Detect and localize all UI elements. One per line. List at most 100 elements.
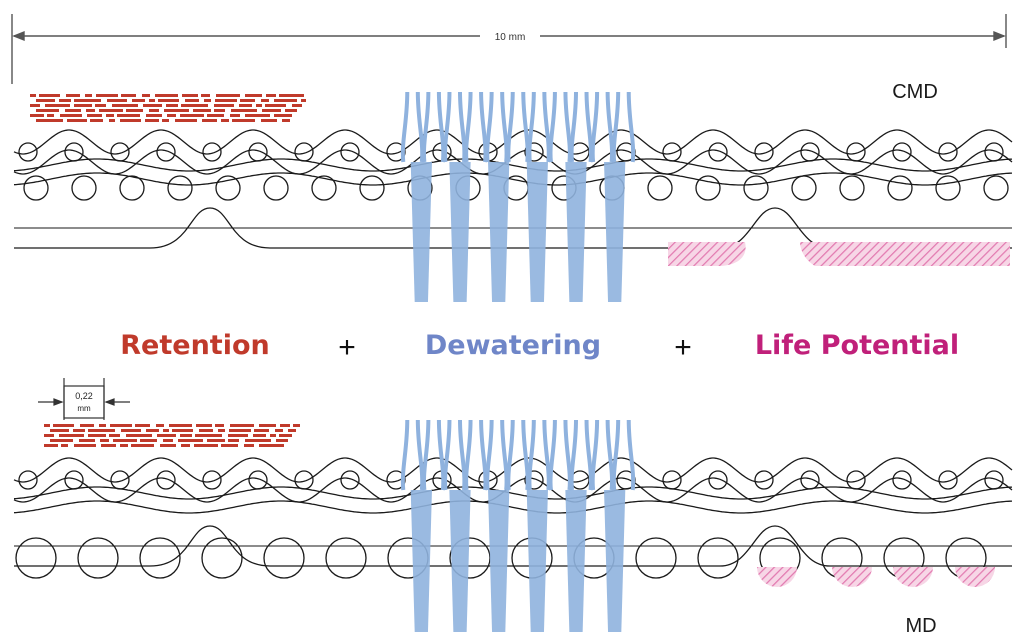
weft-yarn — [18, 142, 38, 162]
retention-fiber — [280, 424, 290, 427]
water-stream — [548, 91, 557, 163]
weft-yarn — [662, 142, 682, 162]
water-stream — [626, 91, 636, 163]
retention-fiber — [107, 99, 127, 102]
wear-zone — [955, 567, 995, 587]
retention-fiber — [59, 434, 84, 437]
retention-fiber — [121, 429, 141, 432]
retention-fiber — [80, 424, 94, 427]
retention-fiber — [120, 119, 141, 122]
retention-fiber — [59, 99, 71, 102]
wear-zone — [757, 567, 797, 587]
retention-fiber — [245, 114, 270, 117]
retention-fiber — [228, 439, 239, 442]
weft-yarn — [892, 470, 912, 490]
bottom-weft-yarn — [359, 175, 385, 201]
retention-fiber — [266, 94, 276, 97]
retention-fiber — [259, 424, 276, 427]
bottom-weft-yarn — [635, 537, 677, 579]
retention-fiber — [36, 119, 63, 122]
retention-fiber — [36, 109, 59, 112]
retention-fiber — [245, 94, 262, 97]
water-stream — [485, 419, 494, 491]
retention-fiber — [140, 439, 157, 442]
retention-fiber — [196, 424, 212, 427]
retention-fiber — [163, 429, 169, 432]
retention-fiber — [193, 109, 211, 112]
retention-fiber — [276, 439, 288, 442]
weft-yarn — [18, 470, 38, 490]
retention-fiber — [215, 424, 224, 427]
retention-fiber — [207, 439, 225, 442]
retention-fiber — [166, 104, 178, 107]
retention-fiber — [214, 109, 225, 112]
water-stream — [500, 419, 509, 491]
bottom-weft-yarn — [325, 537, 367, 579]
water-stream — [548, 419, 557, 491]
retention-fiber — [245, 439, 271, 442]
retention-fiber — [53, 424, 74, 427]
bottom-weft-yarn — [887, 175, 913, 201]
retention-fiber — [142, 94, 150, 97]
cmd-fabric-structure — [13, 129, 1013, 249]
retention-fiber — [282, 119, 290, 122]
retention-fiber — [67, 119, 87, 122]
retention-fiber — [113, 439, 137, 442]
water-channel — [565, 490, 587, 632]
dimension-unit: mm — [77, 404, 91, 413]
water-stream — [400, 91, 410, 163]
bottom-weft-yarn — [77, 537, 119, 579]
water-channel — [526, 490, 548, 632]
wear-zone — [832, 567, 872, 587]
water-stream — [569, 419, 578, 491]
retention-fiber — [160, 444, 176, 447]
retention-fiber — [274, 99, 297, 102]
bottom-weft-yarn — [201, 537, 243, 579]
retention-fiber — [146, 114, 162, 117]
cmd-retention-fibers — [30, 94, 306, 122]
retention-fiber — [261, 99, 269, 102]
retention-fiber — [207, 114, 224, 117]
weft-yarn — [984, 470, 1004, 490]
bottom-weft-yarn — [119, 175, 145, 201]
bottom-weft-yarn — [647, 175, 673, 201]
retention-fiber — [86, 109, 95, 112]
retention-fiber — [274, 114, 292, 117]
retention-fiber — [44, 444, 58, 447]
retention-fiber — [65, 109, 81, 112]
retention-fiber — [112, 104, 138, 107]
retention-fiber — [230, 114, 240, 117]
weft-yarn — [662, 470, 682, 490]
water-stream — [605, 91, 615, 163]
water-channel — [410, 162, 432, 302]
cmd-life-potential-wear — [668, 242, 1010, 266]
water-stream — [464, 91, 473, 163]
bottom-weft-yarn — [697, 537, 739, 579]
retention-fiber — [44, 424, 50, 427]
plus-sign-2: + — [674, 331, 692, 364]
md-dewatering-flow — [400, 419, 636, 632]
retention-fiber — [201, 94, 210, 97]
weft-yarn — [524, 142, 544, 162]
scale-bar — [11, 14, 1007, 84]
retention-fiber — [240, 99, 255, 102]
retention-fiber — [253, 434, 266, 437]
bottom-weft-yarn — [743, 175, 769, 201]
water-channel — [604, 490, 626, 632]
bottom-weft-yarn — [311, 175, 337, 201]
weft-yarn — [248, 142, 268, 162]
retention-fiber — [87, 114, 102, 117]
retention-fiber — [157, 434, 176, 437]
bottom-weft-yarn — [139, 537, 181, 579]
water-channel — [488, 162, 510, 302]
weft-yarn — [708, 470, 728, 490]
retention-fiber — [74, 444, 96, 447]
retention-fiber — [61, 444, 68, 447]
water-stream — [415, 419, 425, 491]
retention-fiber — [199, 429, 213, 432]
wear-zone — [668, 242, 746, 266]
water-stream — [464, 419, 473, 491]
retention-fiber — [99, 109, 123, 112]
retention-fiber — [275, 429, 283, 432]
retention-fiber — [158, 99, 179, 102]
